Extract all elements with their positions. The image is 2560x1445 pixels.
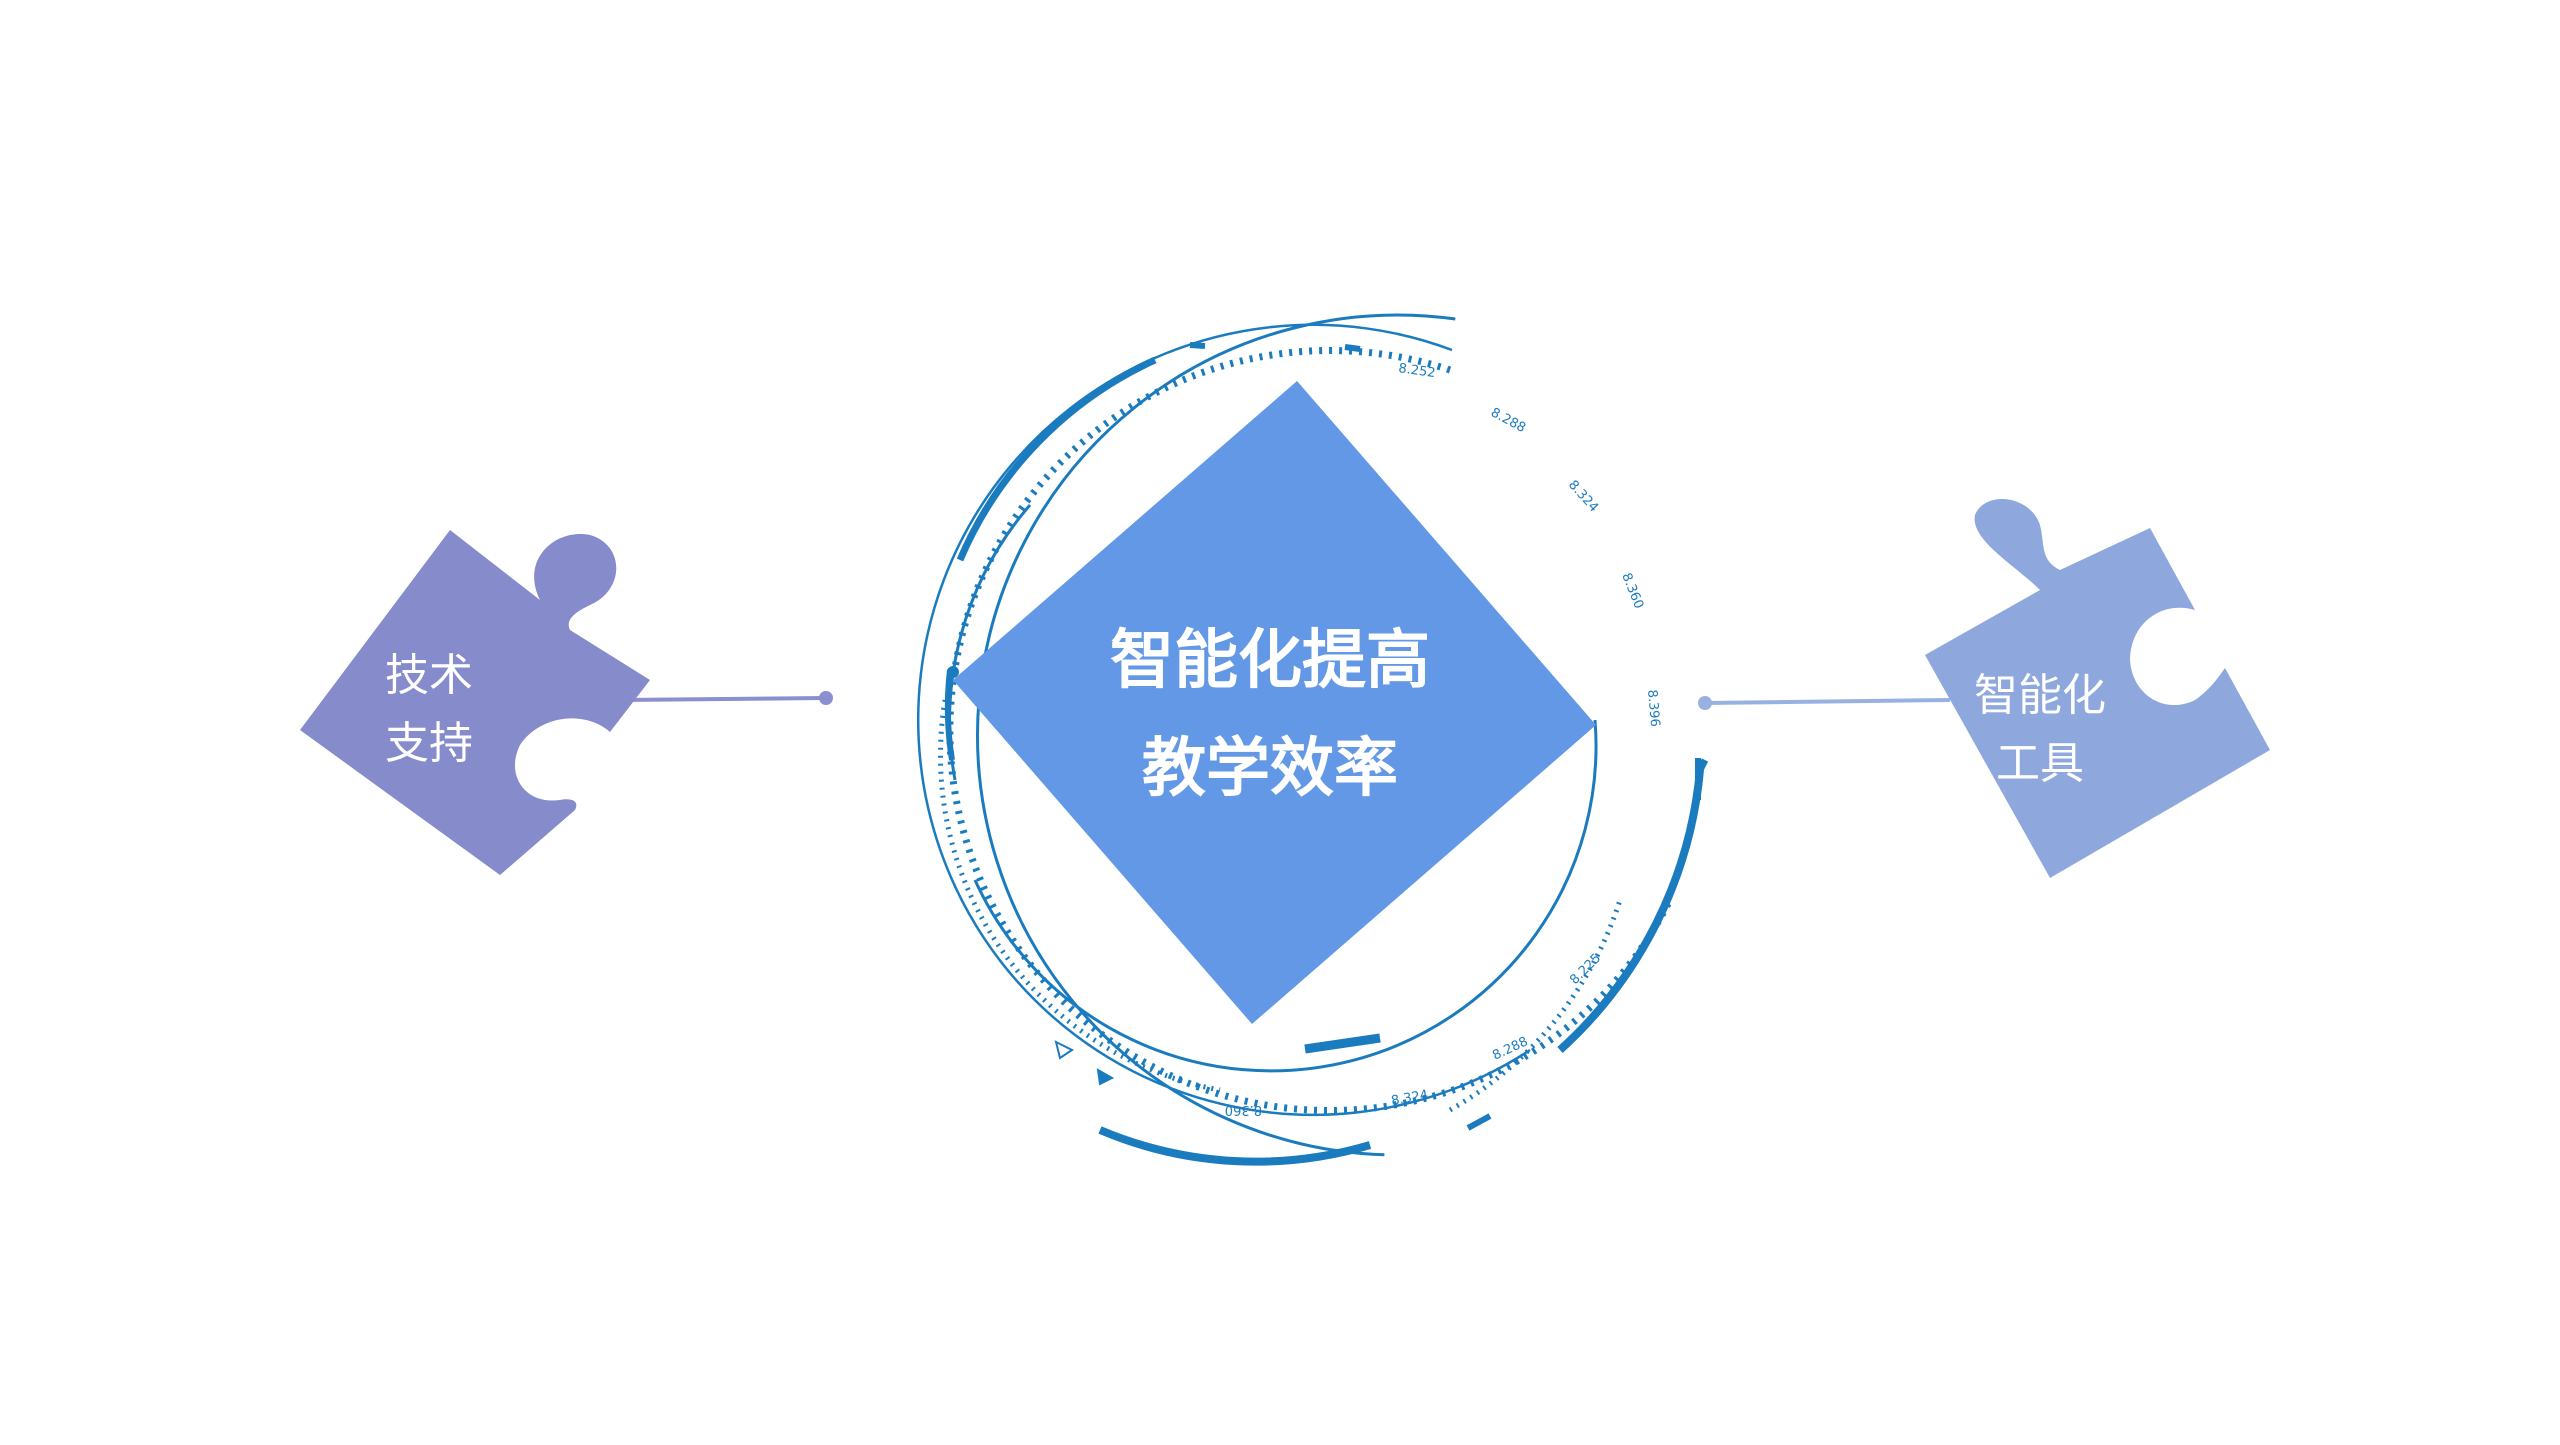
left-puzzle-piece (300, 530, 650, 875)
left-piece-label: 技术 支持 (385, 650, 473, 769)
ring-left-bar (944, 669, 955, 761)
ring-thick-segment-b (1557, 769, 1704, 1053)
right-connector-line (1704, 698, 1951, 705)
ring-dot (947, 666, 959, 678)
ring-tick-3 (1466, 1113, 1492, 1131)
ring-triangle-2 (1096, 1068, 1115, 1086)
ring-label: 8.288 (1490, 1034, 1530, 1063)
center-title-line2: 教学效率 (1142, 732, 1398, 806)
ring-second-arc (916, 323, 1531, 1117)
ring-label: 8.360 (1618, 571, 1646, 611)
right-piece-label-line2: 工具 (1996, 738, 2084, 789)
ring-tick-1 (1189, 342, 1206, 349)
right-connector-dot (1698, 696, 1712, 710)
right-puzzle-piece (1925, 498, 2270, 878)
ring-dotted-inner-b (1448, 899, 1623, 1113)
ring-tick-2 (1344, 344, 1361, 352)
left-connector-line (624, 696, 826, 702)
ring-thick-segment-c (1098, 1126, 1372, 1166)
ring-label: 8.396 (1644, 689, 1662, 727)
ring-inner-arc-bottom (973, 719, 1598, 1073)
ring-label: 8.225 (1567, 951, 1604, 988)
ring-thick-segment-a (956, 356, 1157, 562)
right-piece-label: 智能化 工具 (1974, 670, 2106, 789)
ring-label: 8.360 (1225, 1102, 1262, 1117)
left-connector-dot (819, 691, 833, 705)
left-piece-label-line1: 技术 (385, 650, 473, 701)
ring-label: 8.252 (1397, 361, 1436, 381)
ring-label: 8.288 (1488, 405, 1528, 436)
center-diamond (953, 381, 1596, 1024)
center-title-line1: 智能化提高 (1110, 624, 1430, 698)
ring-label: 8.324 (1565, 478, 1601, 516)
ring-label: 8.324 (1390, 1088, 1429, 1109)
left-piece-label-line2: 支持 (385, 718, 473, 769)
hud-ring (916, 313, 1709, 1166)
ring-triangle-1 (1054, 1040, 1074, 1060)
ring-dotted-inner (937, 699, 1221, 1093)
right-piece-label-line1: 智能化 (1974, 670, 2106, 721)
center-title: 智能化提高 教学效率 (1110, 624, 1430, 806)
ring-bottom-bar (1304, 1033, 1381, 1054)
